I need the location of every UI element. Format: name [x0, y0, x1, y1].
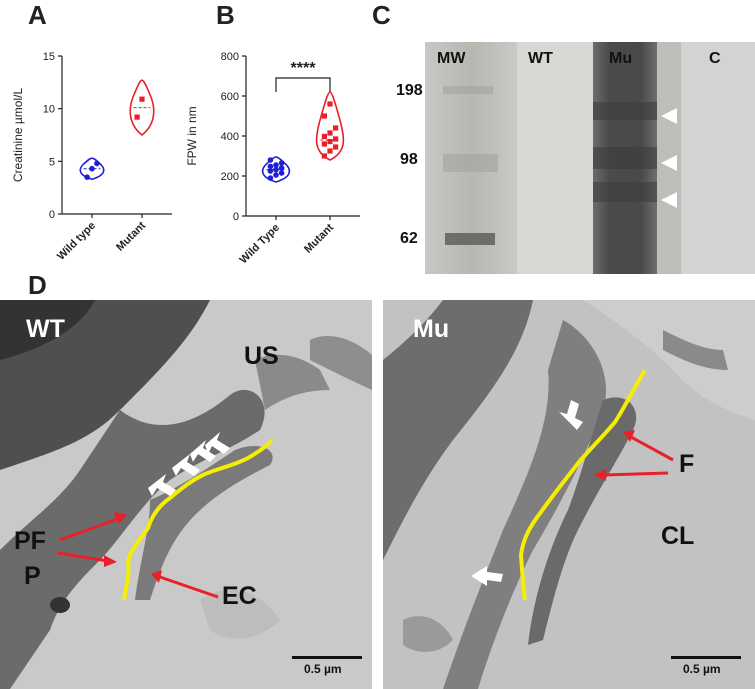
glomerular-basement-membrane-line	[518, 368, 647, 601]
panel-letter-b: B	[216, 0, 235, 30]
data-point	[321, 141, 327, 147]
red-arrow-icon	[57, 512, 219, 599]
y-tick-label: 200	[221, 171, 239, 183]
panel-letter-a: A	[28, 0, 47, 30]
scale-label-mu: 0.5 µm	[683, 662, 721, 676]
data-point	[327, 130, 333, 136]
y-tick-label: 0	[233, 211, 239, 223]
significance-label: ****	[291, 60, 317, 77]
data-point	[267, 157, 274, 163]
em-tag-wt: WT	[26, 315, 65, 343]
data-point	[267, 168, 274, 174]
x-tick-label: Mutant	[302, 221, 336, 255]
label-cl: CL	[661, 522, 695, 550]
y-tick-label: 400	[221, 131, 239, 143]
gel-lane-c: C	[709, 50, 721, 67]
glomerular-basement-membrane-line	[122, 438, 274, 601]
data-point	[267, 175, 274, 181]
data-point	[321, 153, 327, 159]
x-tick-label: Wild Type	[238, 222, 283, 267]
data-point	[273, 172, 279, 178]
data-point	[278, 170, 285, 176]
gel-lane-mw: MW	[437, 50, 466, 67]
y-tick-label: 800	[221, 51, 239, 63]
panel-letter-c: C	[372, 0, 391, 30]
data-point	[134, 114, 140, 120]
data-point	[139, 96, 145, 102]
data-point	[321, 133, 327, 139]
data-point	[273, 162, 279, 168]
data-point	[333, 144, 339, 150]
em-overlay-wt	[57, 432, 362, 659]
data-point	[278, 165, 285, 171]
violin-shape	[129, 79, 155, 137]
data-point	[327, 101, 333, 107]
y-axis-label: Creatinine µmol/L	[11, 88, 25, 183]
y-tick-label: 10	[43, 104, 55, 116]
violin-shape	[261, 156, 291, 183]
gel-lane-mu: Mu	[609, 50, 633, 67]
arrowhead-icon	[661, 108, 677, 124]
label-us: US	[244, 342, 279, 370]
gel-marker-98: 98	[400, 151, 418, 168]
scale-bar	[671, 656, 741, 659]
x-tick-label: Mutant	[114, 219, 148, 253]
data-point	[333, 136, 339, 142]
gel-lane-wt: WT	[528, 50, 553, 67]
arrowhead-icon	[661, 192, 677, 208]
data-point	[84, 174, 90, 180]
em-image-wt	[0, 300, 372, 689]
label-p: P	[24, 562, 41, 590]
label-pf: PF	[14, 527, 46, 555]
data-point	[94, 160, 100, 167]
em-image-wild-type: WT US PF P EC 0.5 µm	[0, 300, 372, 689]
data-point	[278, 160, 285, 166]
significance-bracket	[275, 77, 331, 92]
gel-arrowheads	[661, 108, 677, 208]
y-tick-label: 5	[49, 156, 55, 168]
y-tick-label: 15	[43, 51, 55, 63]
white-arrow-icon	[471, 400, 583, 586]
gel-marker-198: 198	[396, 82, 423, 99]
data-point	[327, 148, 333, 154]
data-point	[321, 113, 327, 119]
scale-label-wt: 0.5 µm	[304, 662, 342, 676]
gel-image	[425, 42, 755, 274]
y-tick-label: 0	[49, 209, 55, 221]
label-f: F	[679, 450, 695, 478]
data-point	[273, 166, 279, 173]
em-tag-mu: Mu	[413, 315, 450, 343]
white-arrow-icon	[148, 432, 230, 496]
em-image-mutant: Mu F CL 0.5 µm	[383, 300, 755, 689]
arrowhead-icon	[661, 155, 677, 171]
red-arrow-icon	[594, 430, 674, 481]
panel-letter-d: D	[28, 270, 47, 300]
violin-shape	[79, 157, 105, 181]
y-axis-label: FPW in nm	[185, 106, 199, 165]
data-point	[333, 125, 339, 131]
gel-blot: kD MW WT Mu C	[425, 42, 755, 274]
label-ec: EC	[222, 582, 257, 610]
scale-bar	[292, 656, 362, 659]
data-point	[267, 163, 274, 170]
em-image-mu	[383, 300, 755, 689]
em-overlay-mu	[471, 368, 741, 659]
data-point	[327, 139, 333, 145]
gel-marker-62: 62	[400, 230, 418, 247]
x-tick-label: Wild type	[55, 220, 98, 263]
y-tick-label: 600	[221, 91, 239, 103]
data-point	[89, 165, 95, 172]
